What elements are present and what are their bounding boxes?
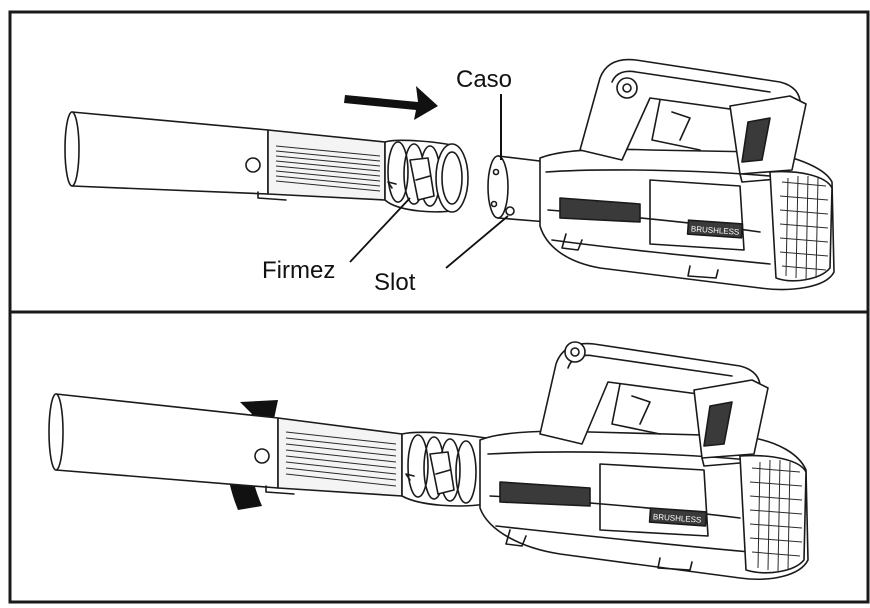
push-arrow-icon: [344, 86, 438, 120]
callout-slot: Slot: [374, 215, 509, 296]
callout-caso: Caso: [456, 66, 512, 160]
callout-firmez: Firmez: [262, 197, 411, 284]
blower-tube-assembled: [48, 393, 487, 507]
blower-body-assembled: BRUSHLESS: [479, 341, 809, 580]
diagram-frame: [8, 10, 870, 604]
intake-grille: [779, 175, 829, 281]
brushless-badge-text-2: BRUSHLESS: [653, 512, 702, 524]
tube-grip-ribs-assembled: [285, 431, 397, 487]
tube-grip-ribs: [275, 145, 381, 192]
panel-step-2: BRUSHLESS: [48, 341, 809, 580]
label-firmez: Firmez: [262, 257, 335, 284]
brushless-badge-text-1: BRUSHLESS: [691, 224, 740, 236]
blower-tube: [64, 111, 469, 213]
panel-step-1: BRUSHLESS: [64, 58, 835, 296]
intake-grille-assembled: [749, 459, 803, 573]
label-caso: Caso: [456, 66, 512, 93]
blower-body: BRUSHLESS: [487, 58, 835, 291]
label-slot: Slot: [374, 269, 416, 296]
